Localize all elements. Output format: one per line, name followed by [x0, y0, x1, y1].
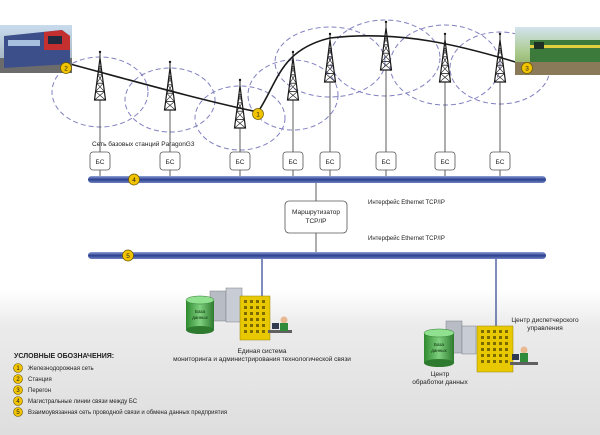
base-station-box: БС: [159, 151, 181, 171]
legend-item-text: Взаимоувязанная сеть проводной связи и о…: [28, 409, 227, 416]
monitoring-caption-line1: Единая система: [237, 348, 286, 355]
base-station-label: БС: [166, 159, 175, 166]
base-stations: БС БС БС БС БС БС БС БС: [89, 151, 511, 171]
bus-marker-4: 4: [128, 173, 140, 186]
base-station-box: БС: [89, 151, 111, 171]
database-label-line1: База: [434, 342, 444, 347]
base-station-label: БС: [326, 159, 335, 166]
trunk-bus-4: [88, 176, 546, 183]
legend-item-number: 2: [16, 377, 20, 383]
radio-tower-icon: [93, 50, 107, 101]
base-station-label: БС: [496, 159, 505, 166]
coverage-ellipse: [274, 26, 386, 98]
monitoring-caption-line2: мониторинга и администрирования технолог…: [173, 355, 351, 363]
radio-tower-icon: [438, 32, 452, 83]
marker-railway: 1: [252, 108, 264, 120]
dispatch-caption-line1: Центр диспетчерского: [511, 317, 579, 324]
building-windows: [244, 300, 265, 333]
database-label-line2: данных: [431, 348, 447, 353]
base-station-box: БС: [434, 151, 456, 171]
radio-tower-icon: [286, 50, 300, 101]
legend-item-text: Железнодорожная сеть: [28, 366, 94, 372]
legend-item-text: Станция: [28, 377, 52, 383]
router-box: [284, 200, 348, 234]
legend-item-text: Перегон: [28, 388, 51, 394]
marker-station: 2: [60, 62, 72, 74]
coverage-ellipse: [329, 19, 441, 97]
legend-item: 1 Железнодорожная сеть: [13, 363, 94, 373]
database-cylinder: База данных: [423, 328, 455, 367]
base-station-label: БС: [96, 159, 105, 166]
legend: УСЛОВНЫЕ ОБОЗНАЧЕНИЯ: 1 Железнодорожная с…: [13, 353, 227, 417]
data-processing-center: База данных: [423, 320, 538, 373]
base-station-label: БС: [441, 159, 450, 166]
processing-caption-line1: Центр: [431, 371, 450, 378]
legend-title: УСЛОВНЫЕ ОБОЗНАЧЕНИЯ:: [14, 353, 114, 360]
enterprise-bus-5: [88, 252, 546, 259]
base-station-box: БС: [282, 151, 304, 171]
radio-towers: [93, 20, 507, 129]
server-rack: [225, 287, 243, 323]
legend-item-text: Магистральные линии связи между БС: [28, 399, 138, 405]
database-cylinder: База данных: [185, 295, 215, 334]
marker-stretch: 3: [521, 62, 533, 74]
database-label-line1: База: [195, 309, 205, 314]
building-windows: [481, 330, 508, 363]
legend-item-number: 1: [16, 366, 20, 372]
tower-links: [99, 70, 501, 177]
operator-workstation: [510, 346, 538, 365]
monitoring-center: База данных: [185, 287, 292, 341]
legend-item: 5 Взаимоувязанная сеть проводной связи и …: [13, 407, 227, 417]
radio-tower-icon: [379, 20, 393, 71]
legend-item-number: 3: [16, 388, 20, 394]
marker-stretch-label: 3: [525, 66, 529, 73]
bus-marker-4-label: 4: [132, 177, 136, 184]
base-station-label: БС: [236, 159, 245, 166]
base-station-label: БС: [382, 159, 391, 166]
processing-caption-line2: обработки данных: [412, 378, 468, 386]
legend-item: 3 Перегон: [13, 385, 51, 395]
router-label-line1: Маршрутизатор: [292, 209, 340, 216]
interface-label-top: Интерфейс Ethernet TCP/IP: [368, 199, 445, 206]
operator-workstation: [268, 316, 292, 333]
bus-marker-5-label: 5: [126, 253, 130, 260]
marker-station-label: 2: [64, 66, 68, 73]
base-station-label: БС: [289, 159, 298, 166]
database-label-line2: данных: [192, 315, 208, 320]
base-station-box: БС: [319, 151, 341, 171]
coverage-areas: [51, 19, 551, 151]
legend-item: 4 Магистральные линии связи между БС: [13, 396, 138, 406]
bus-marker-5: 5: [122, 249, 134, 262]
legend-item: 2 Станция: [13, 374, 52, 384]
base-station-box: БС: [375, 151, 397, 171]
legend-item-number: 4: [16, 399, 20, 405]
station-train-photo: [0, 25, 72, 73]
base-station-box: БС: [229, 151, 251, 171]
interface-label-bottom: Интерфейс Ethernet TCP/IP: [368, 235, 445, 242]
base-station-box: БС: [489, 151, 511, 171]
router-label-line2: TCP/IP: [306, 218, 327, 225]
server-rack: [461, 325, 477, 355]
dispatch-caption-line2: управления: [527, 325, 563, 332]
network-label: Сеть базовых станций ParagonG3: [92, 140, 195, 148]
marker-railway-label: 1: [256, 112, 260, 119]
railway-line: [69, 35, 523, 113]
legend-item-number: 5: [16, 410, 20, 416]
